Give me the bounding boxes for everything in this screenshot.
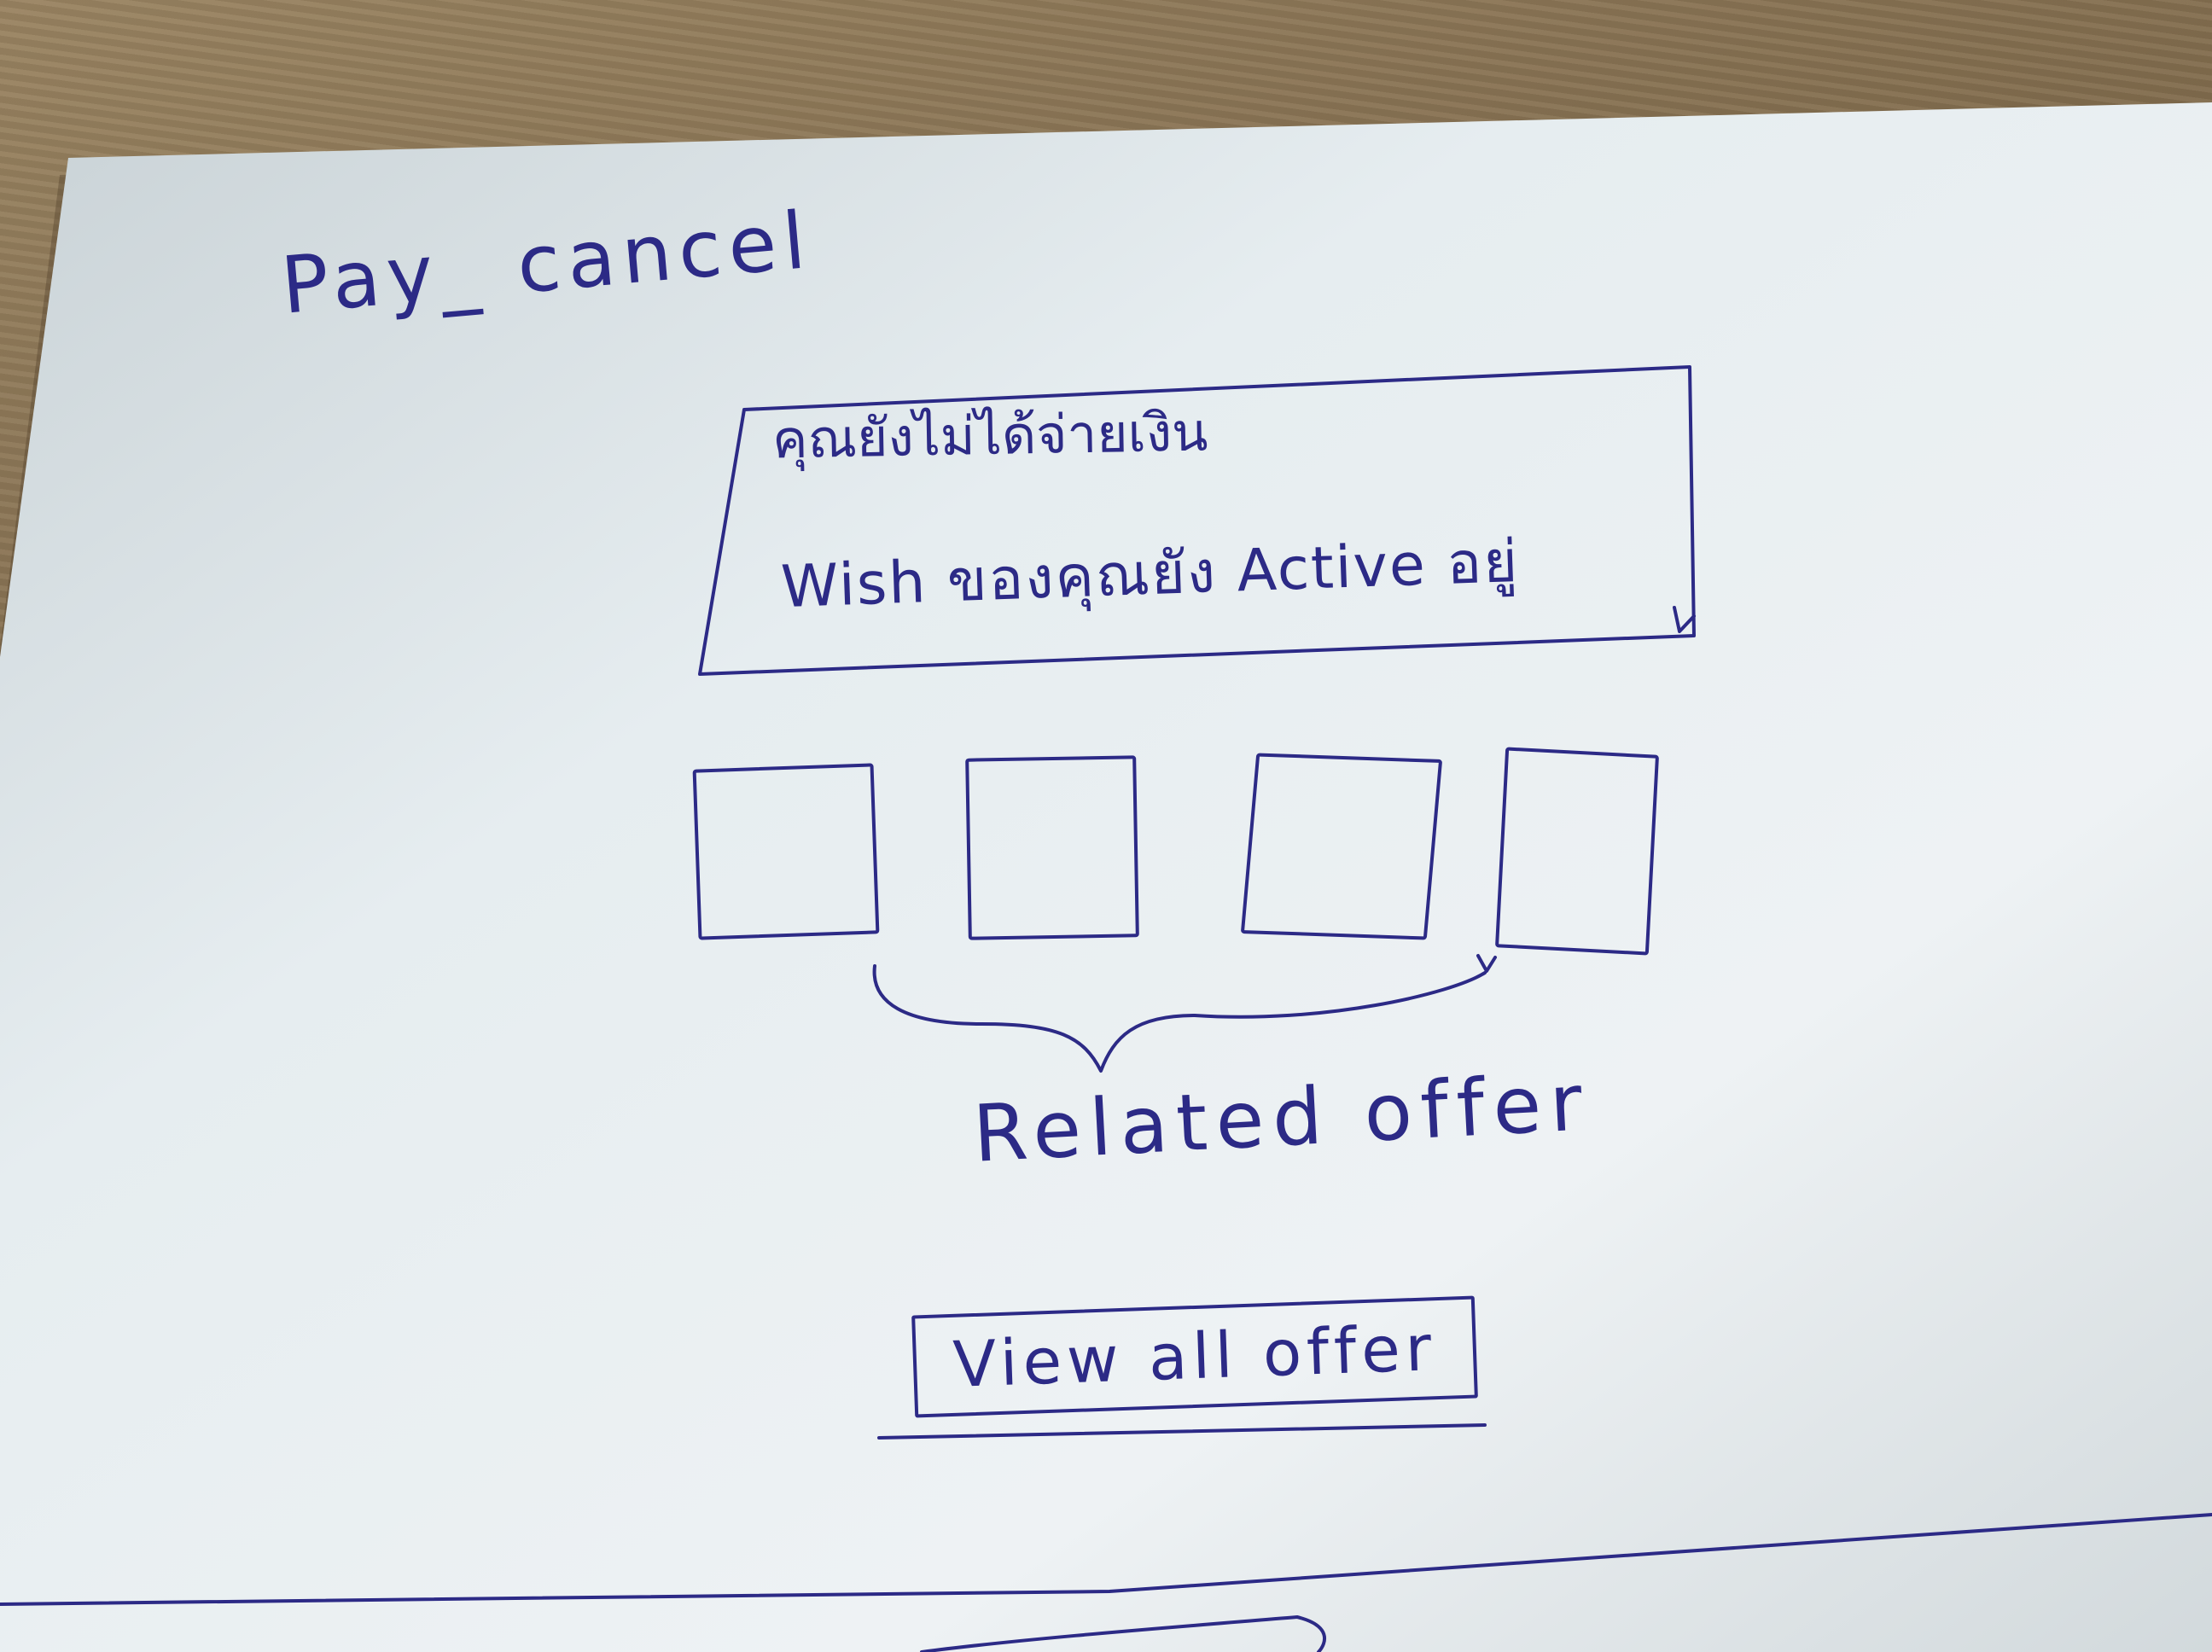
paper-surface [0, 102, 2212, 1652]
message-line-not-paid: คุณยังไม่ได้จ่ายเงิน [771, 400, 1209, 471]
related-offer-brace [872, 964, 1487, 1073]
section-divider-line [0, 1513, 2212, 1606]
offer-slot-2[interactable] [965, 755, 1139, 940]
offer-slot-3[interactable] [1240, 753, 1443, 940]
box-corner-tick [1673, 606, 1696, 633]
view-all-offer-button[interactable]: View all offer [911, 1295, 1478, 1418]
partial-scribble [920, 1615, 1326, 1652]
offer-slot-1[interactable] [692, 763, 880, 940]
message-box-outline [698, 365, 1696, 676]
button-underline [877, 1423, 1487, 1440]
brace-end-tick [1476, 954, 1497, 973]
offer-slot-4[interactable] [1494, 747, 1660, 956]
